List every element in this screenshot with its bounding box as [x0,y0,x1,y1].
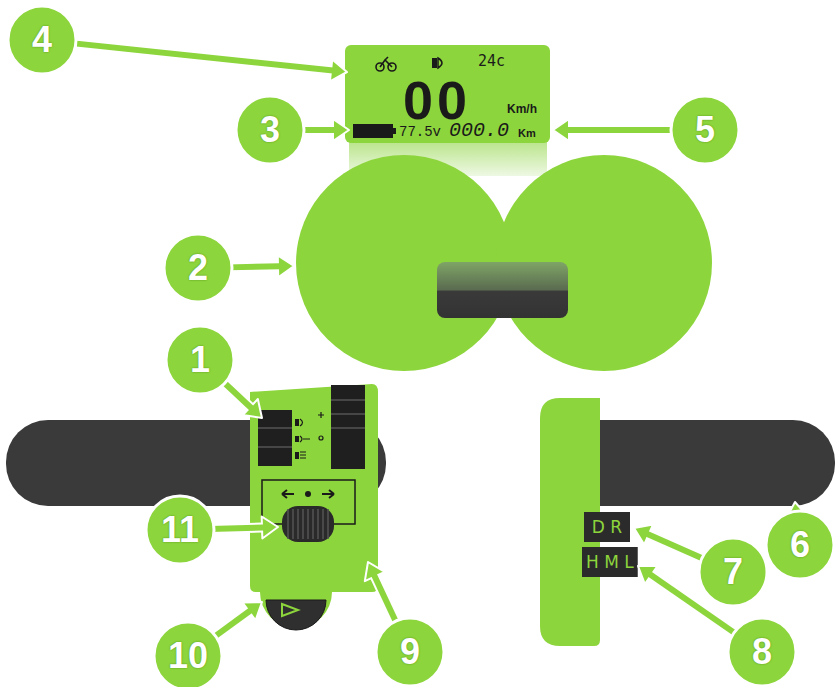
callout-arrow [365,562,444,686]
callout-arrow [553,96,739,164]
knob-knurling [288,509,328,539]
lcd-screen [345,45,550,143]
callout-number: 1 [166,342,234,378]
speed-switch-base [582,547,638,577]
callout-number: 11 [146,512,214,548]
callout-number: 10 [154,638,222,674]
callout-circle [699,538,767,606]
lcd-readout: 000.0 [449,121,509,141]
callout-arrow [8,6,347,81]
bicycle-icon [376,57,396,71]
direction-switch-base [584,512,630,542]
callout-circle [671,96,739,164]
callout-circle [146,496,214,564]
callout-circle [154,622,222,687]
battery-icon [353,124,396,138]
turn-signal-switch [262,480,355,542]
switch-label: D R [592,519,622,536]
speed-switch: H M L [582,547,638,577]
callout-arrow [166,326,262,418]
lcd-readout: Km [518,128,536,139]
callout-arrow [638,566,796,686]
callout-arrow [146,496,278,564]
callout-arrow [634,524,767,606]
callout-arrow [236,96,349,164]
callout-arrow [164,234,294,302]
horn-icon [282,604,298,616]
power-switch [318,385,365,469]
callout-number: 4 [8,22,76,58]
headlight-icon [432,58,442,68]
callout-circle [8,6,76,74]
callout-number: 3 [236,112,304,148]
lcd-readout: 00 [403,73,471,127]
callout-number: 8 [728,634,796,670]
callout-number: 7 [699,554,767,590]
callout-circle [728,618,796,686]
left-switch-housing [250,384,378,628]
lcd-readout: 24c [478,54,505,69]
callout-arrow [154,602,262,687]
lcd-readout: Km/h [507,103,537,115]
lcd-display: 24c 00Km/h 77.5v 000.0 Km [345,45,550,143]
light-switch [258,410,310,466]
callout-circle [376,618,444,686]
controller-housing [296,155,712,371]
callout-number: 5 [671,112,739,148]
callout-number: 9 [376,634,444,670]
callout-circle [166,326,234,394]
switch-label: H M L [586,554,634,571]
horn-button [266,600,326,630]
callout-circle [766,511,834,579]
callout-arrow [766,502,834,579]
callout-number: 6 [766,527,834,563]
direction-switch: D R [584,512,630,542]
callout-number: 2 [164,250,232,286]
callout-circle [164,234,232,302]
lcd-readout: 77.5v [399,125,441,139]
callout-circle [236,96,304,164]
